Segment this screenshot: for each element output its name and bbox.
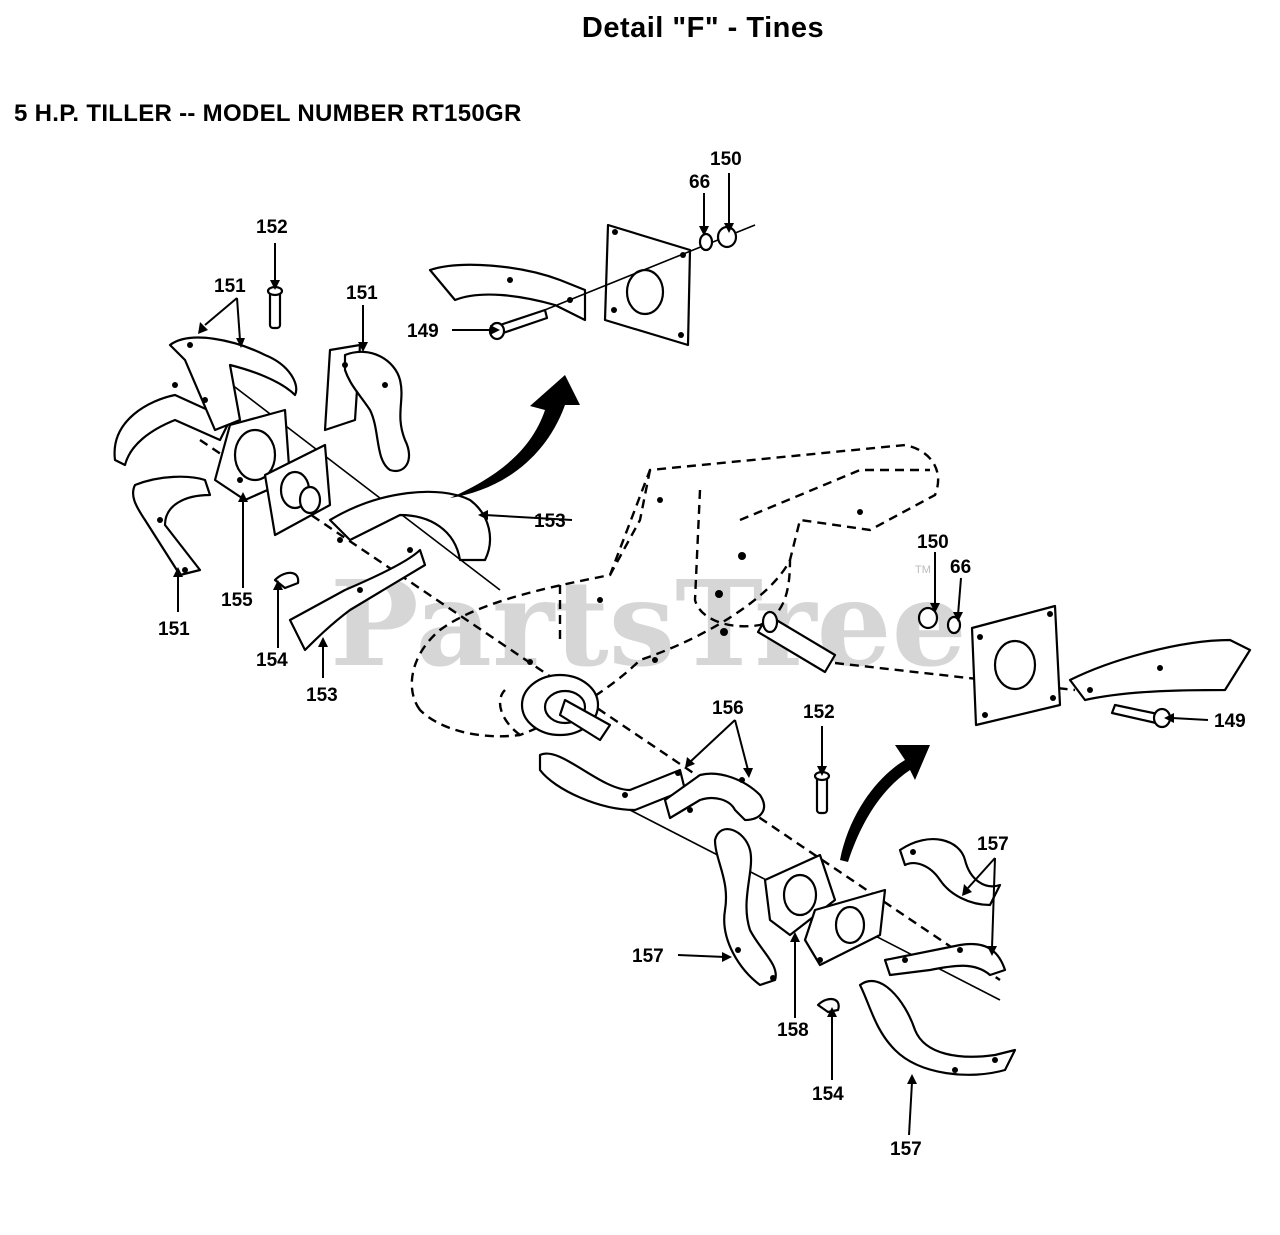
watermark-trademark: TM	[915, 564, 931, 576]
callout-151: 151	[158, 619, 190, 640]
callout-155: 155	[221, 590, 253, 611]
callout-150: 150	[917, 532, 949, 553]
callout-152: 152	[256, 217, 288, 238]
diagram-title: Detail "F" - Tines	[581, 12, 825, 44]
callout-66: 66	[689, 172, 710, 193]
tine-151-top	[168, 336, 298, 432]
tine-156-a	[538, 752, 687, 812]
callout-149: 149	[407, 321, 439, 342]
callout-151: 151	[214, 276, 246, 297]
callout-157: 157	[632, 946, 664, 967]
callout-149: 149	[1214, 711, 1246, 732]
callout-154: 154	[256, 650, 288, 671]
right-tine-assembly	[538, 752, 1017, 1076]
callout-66: 66	[950, 557, 971, 578]
transmission-housing	[410, 443, 940, 738]
tine-153-upper	[328, 490, 492, 562]
tine-153-lower	[288, 548, 427, 652]
clevis-pin-152-right	[813, 770, 831, 815]
tine-157-upper-right	[898, 838, 1002, 907]
callout-157: 157	[890, 1139, 922, 1160]
callout-arrowheads	[173, 223, 1174, 1084]
callout-157: 157	[977, 834, 1009, 855]
tine-157-mid-right	[883, 942, 1007, 977]
assembly-arrow-right	[840, 745, 930, 862]
tine-151-curve	[343, 350, 411, 473]
assembly-arrow-left	[450, 375, 580, 498]
callout-156: 156	[712, 698, 744, 719]
callout-153: 153	[306, 685, 338, 706]
tine-157-left	[713, 828, 777, 987]
partstree-watermark: PartsTree	[330, 554, 967, 693]
right-tine-bracket-detail	[917, 604, 1252, 729]
hairpin-clip-154	[273, 571, 300, 590]
tine-156-b	[663, 772, 766, 822]
model-subtitle: 5 H.P. TILLER -- MODEL NUMBER RT150GR	[14, 100, 522, 127]
tine-shaft-centerline	[199, 439, 1001, 981]
callout-labels: 152 151 151 149 66 150 153 155 154 153 1…	[158, 149, 1246, 1160]
callout-151: 151	[346, 283, 378, 304]
left-tine-assembly	[113, 336, 501, 652]
hairpin-clip-154-right	[816, 997, 840, 1014]
tine-151-lower	[131, 475, 212, 577]
callout-158: 158	[777, 1020, 809, 1041]
callout-150: 150	[710, 149, 742, 170]
left-hub	[520, 673, 612, 742]
tine-157-lower	[858, 979, 1017, 1076]
upper-tine-bracket-detail	[428, 223, 756, 347]
clevis-pin-152-left	[266, 285, 284, 330]
callout-leaders	[177, 173, 1209, 1136]
callout-152: 152	[803, 702, 835, 723]
callout-154: 154	[812, 1084, 844, 1105]
callout-153: 153	[534, 511, 566, 532]
